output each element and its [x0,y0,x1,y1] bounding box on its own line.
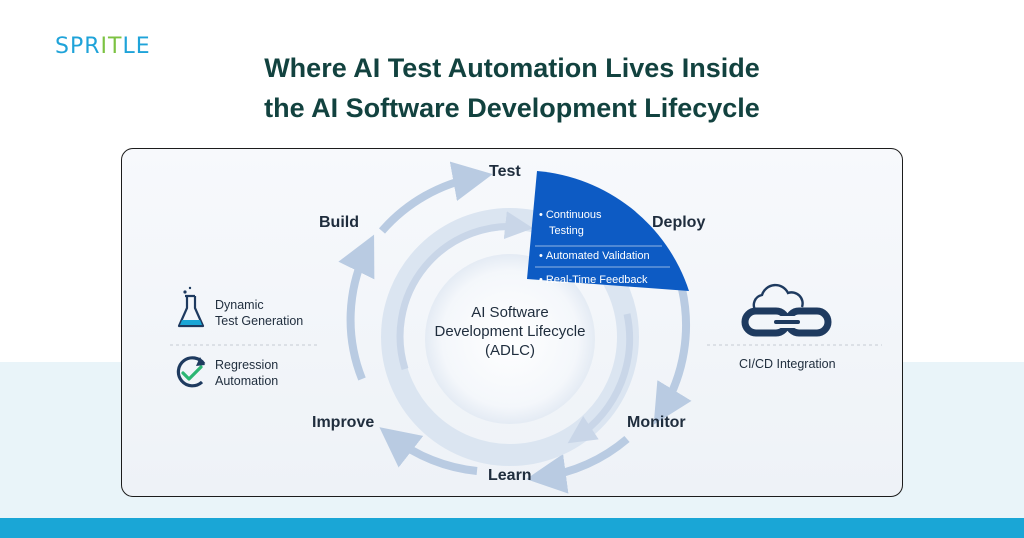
feature-2-line-1: Regression [215,358,279,372]
cycle-diagram [170,161,882,494]
highlight-item-real-time-feedback: •Real-Time Feedback [539,273,648,287]
feature-1-line-1: Dynamic [215,298,264,312]
logo-part-2: IT [100,34,123,59]
page-title: Where AI Test Automation Lives Inside th… [0,48,1024,128]
title-line-1: Where AI Test Automation Lives Inside [264,53,760,83]
inner-arc-right [567,313,634,444]
highlight-item-1-line-2: Testing [549,225,584,237]
center-label: AI Software Development Lifecycle (ADLC) [420,303,600,360]
stage-monitor: Monitor [627,414,686,431]
feature-dynamic-test-generation: Dynamic Test Generation [215,297,303,329]
highlight-item-1-line-1: Continuous [545,209,602,221]
arc-monitor-to-learn [526,435,630,494]
background-band-blue [0,518,1024,538]
highlight-item-2: Automated Validation [545,250,650,262]
refresh-check-icon [176,356,206,388]
highlight-wedge [527,171,689,291]
flask-icon [177,286,205,328]
arc-learn-to-improve [379,427,478,475]
bullet: • [539,250,543,262]
center-line-3: (ADLC) [484,342,535,359]
feature-1-line-2: Test Generation [215,314,304,328]
cloud-link-icon [741,283,832,337]
adlc-card: Test Deploy Monitor Learn Improve Build … [121,148,903,497]
logo-part-3: LE [122,34,151,59]
stage-learn: Learn [488,467,532,484]
center-line-2: Development Lifecycle [434,323,586,340]
arc-build-to-test [378,161,493,234]
bullet: • [539,274,543,286]
inner-arc-left [396,211,534,371]
stage-deploy: Deploy [652,214,706,231]
arc-improve-to-build [338,234,375,381]
feature-regression-automation: Regression Automation [215,357,278,389]
title-line-2: the AI Software Development Lifecycle [264,93,760,123]
arc-deploy-to-monitor [653,288,692,425]
stage-build: Build [319,214,359,231]
feature-cicd-integration: CI/CD Integration [739,357,836,371]
highlight-item-continuous-testing-line2: Testing [549,224,584,238]
sprintle-logo: SPRITLE [55,36,151,58]
center-disc [425,254,595,424]
feature-2-line-2: Automation [215,374,279,388]
stage-improve: Improve [312,414,375,431]
bullet: • [539,209,543,221]
center-line-1: AI Software [471,304,549,321]
highlight-item-automated-validation: •Automated Validation [539,249,650,263]
highlight-item-continuous-testing: •Continuous [539,208,602,222]
logo-part-1: SPR [55,34,101,59]
highlight-item-3: Real-Time Feedback [545,274,648,286]
stage-test: Test [489,163,521,180]
